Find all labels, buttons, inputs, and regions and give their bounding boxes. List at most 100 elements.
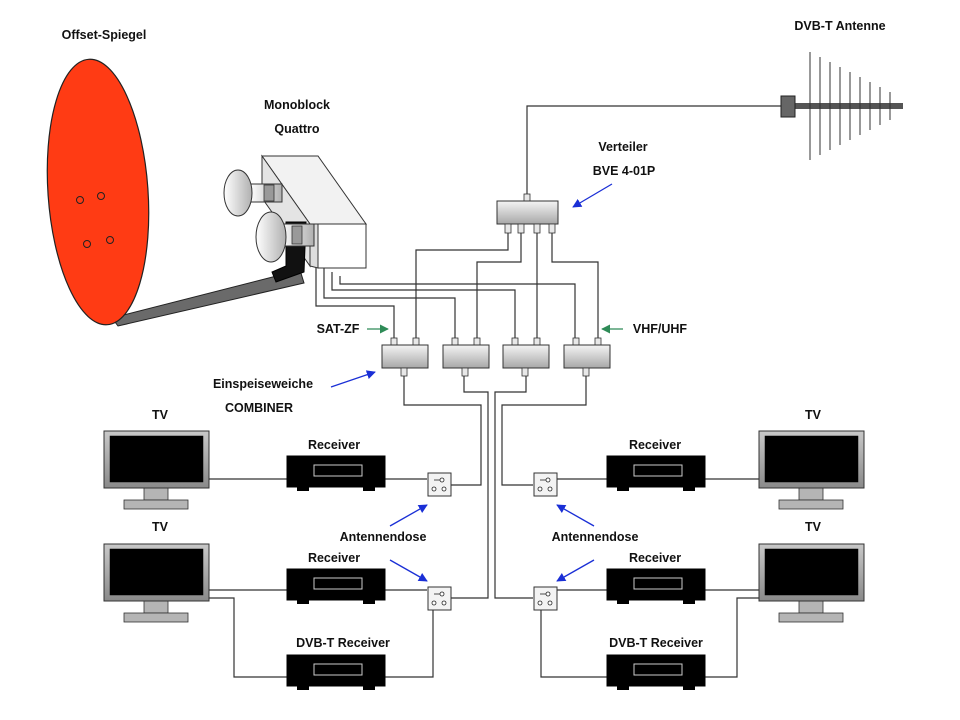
- receiver-box: [606, 568, 706, 604]
- combiner: [381, 337, 429, 377]
- splitter-arrow: [572, 183, 613, 208]
- dish-reflector: [46, 58, 150, 326]
- dvbt-receiver-label: DVB-T Receiver: [296, 636, 390, 650]
- tv-stand: [778, 499, 844, 510]
- receiver-display: [313, 663, 363, 676]
- combiner: [442, 337, 490, 377]
- receiver-label: Receiver: [629, 551, 681, 565]
- socket-hole: [545, 591, 551, 597]
- receiver-display: [633, 577, 683, 590]
- tv-label: TV: [805, 408, 822, 422]
- socket-arrow: [556, 559, 595, 582]
- socket-hole: [537, 600, 543, 606]
- tv-screen: [764, 548, 859, 596]
- antenna-socket: [427, 586, 452, 611]
- socket-hole: [431, 486, 437, 492]
- receiver-foot: [297, 599, 309, 604]
- tv-stand: [778, 612, 844, 623]
- socket-label: Antennendose: [552, 530, 639, 544]
- receiver-body: [606, 455, 706, 488]
- combiner: [563, 337, 611, 377]
- socket-hole: [545, 477, 551, 483]
- tv-neck: [143, 600, 169, 614]
- dish-bolt: [83, 240, 91, 248]
- tv-monitor: [758, 430, 865, 510]
- combiner-output-port: [400, 367, 408, 377]
- receiver-foot: [683, 486, 695, 491]
- dish-bolt: [97, 192, 105, 200]
- splitter-port: [517, 223, 525, 234]
- socket-hole: [547, 600, 553, 606]
- antenna-socket: [427, 472, 452, 497]
- tv-stand: [123, 612, 189, 623]
- combiner-output-port: [582, 367, 590, 377]
- socket-label: Antennendose: [340, 530, 427, 544]
- socket-plate: [427, 586, 452, 611]
- receiver-body: [286, 568, 386, 601]
- antenna-socket: [533, 586, 558, 611]
- tv-stand: [123, 499, 189, 510]
- tv-label: TV: [152, 520, 169, 534]
- receiver-box: [286, 455, 386, 491]
- monoblock-lnb: [223, 154, 367, 283]
- combiner-body: [442, 344, 490, 369]
- combiner-group: [381, 337, 611, 377]
- combiner-arrow: [330, 370, 376, 388]
- socket-hole: [431, 600, 437, 606]
- socket-hole: [441, 600, 447, 606]
- tv-screen: [109, 548, 204, 596]
- splitter-port: [533, 223, 541, 234]
- lnb-label: Monoblock: [264, 98, 330, 112]
- receiver-box: [606, 654, 706, 690]
- receiver-box: [606, 455, 706, 491]
- receiver-display: [633, 464, 683, 477]
- splitter-bve-4-01p: [496, 193, 559, 234]
- socket-hole: [547, 486, 553, 492]
- receiver-display: [313, 464, 363, 477]
- antenna-label: DVB-T Antenne: [794, 19, 885, 33]
- socket-arrow: [556, 504, 595, 527]
- dish-label: Offset-Spiegel: [62, 28, 147, 42]
- receiver-foot: [617, 599, 629, 604]
- socket-arrow: [389, 559, 428, 582]
- annotation-arrows: [330, 183, 623, 582]
- offset-dish: [46, 58, 305, 327]
- tv-monitor: [758, 543, 865, 623]
- receiver-label: Receiver: [308, 438, 360, 452]
- receiver-foot: [683, 599, 695, 604]
- receiver-foot: [363, 486, 375, 491]
- receiver-foot: [683, 685, 695, 690]
- labels: Offset-Spiegel Monoblock Quattro DVB-T A…: [62, 19, 886, 650]
- receiver-foot: [297, 685, 309, 690]
- receiver-foot: [617, 685, 629, 690]
- receiver-label: Receiver: [308, 551, 360, 565]
- socket-plate: [533, 472, 558, 497]
- combiner: [502, 337, 550, 377]
- receiver-body: [286, 455, 386, 488]
- tv-neck: [798, 487, 824, 501]
- tv-label: TV: [805, 520, 822, 534]
- dvbt-receiver-label: DVB-T Receiver: [609, 636, 703, 650]
- socket-arrow: [389, 504, 428, 527]
- vhfuhf-label: VHF/UHF: [633, 322, 688, 336]
- tv-neck: [798, 600, 824, 614]
- combiner-label: Einspeiseweiche: [213, 377, 313, 391]
- receiver-body: [606, 654, 706, 687]
- tv-monitor: [103, 543, 210, 623]
- dvbt-antenna: [780, 52, 903, 160]
- satzf-label: SAT-ZF: [317, 322, 360, 336]
- dish-bolt: [76, 196, 84, 204]
- socket-plate: [533, 586, 558, 611]
- socket-hole: [439, 477, 445, 483]
- tv-screen: [109, 435, 204, 483]
- combiner-output-port: [461, 367, 469, 377]
- splitter-label: BVE 4-01P: [593, 164, 656, 178]
- combiner-body: [563, 344, 611, 369]
- tv-monitor: [103, 430, 210, 510]
- receiver-display: [313, 577, 363, 590]
- socket-hole: [441, 486, 447, 492]
- socket-plate: [427, 472, 452, 497]
- splitter-port: [548, 223, 556, 234]
- combiner-body: [502, 344, 550, 369]
